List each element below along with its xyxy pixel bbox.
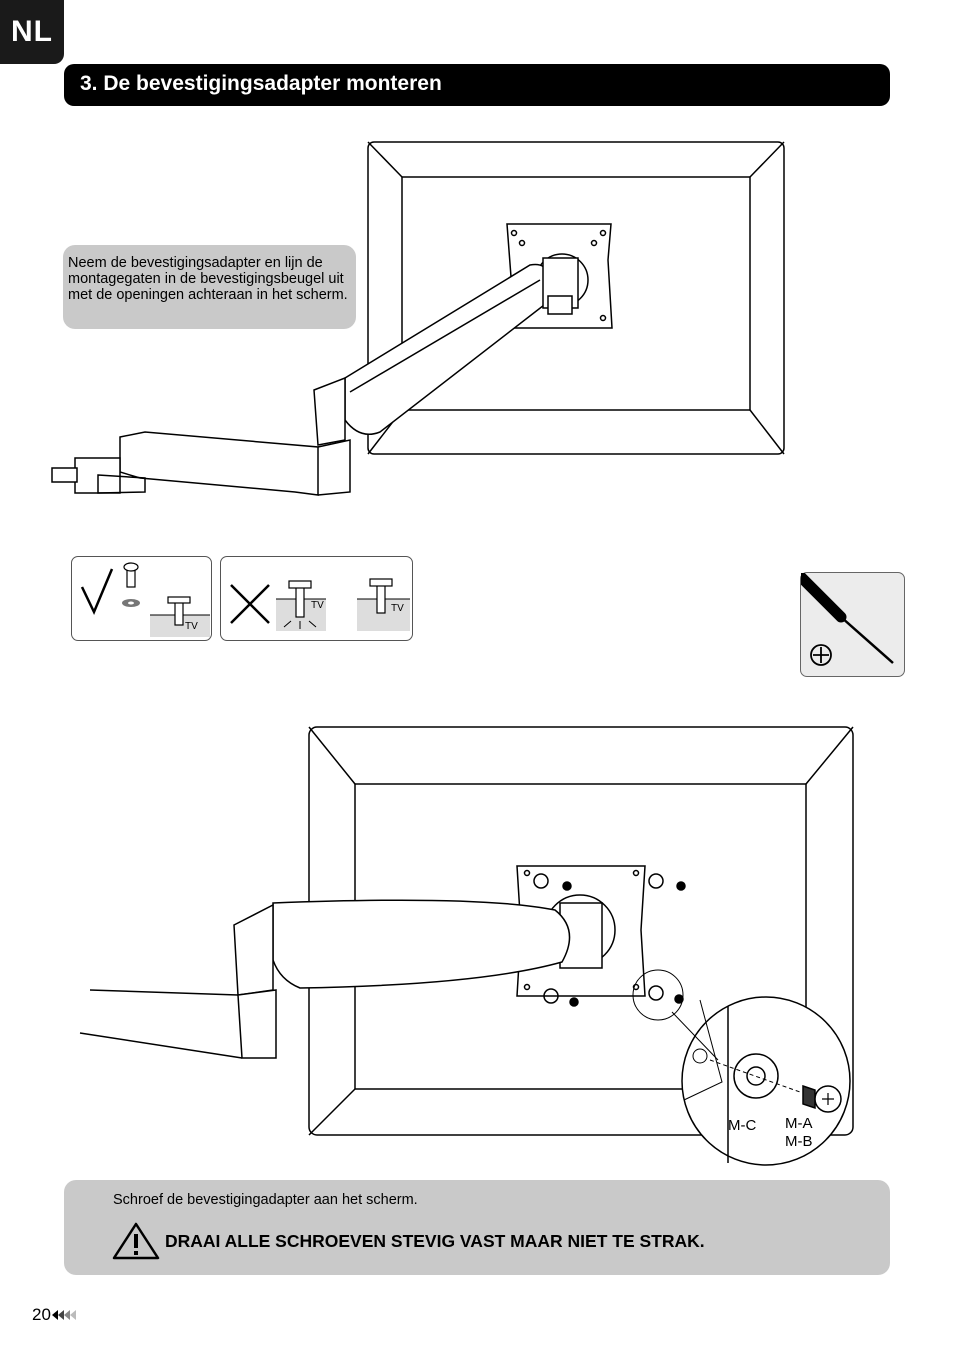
warning-icon	[112, 1222, 160, 1260]
alignment-instruction-callout: Neem de bevestigingsadapter en lijn de m…	[63, 245, 356, 329]
screw-label: M-A M-B	[785, 1115, 813, 1151]
instruction-panel: Schroef de bevestigingadapter aan het sc…	[64, 1180, 890, 1275]
cross-icon	[230, 578, 410, 631]
wrong-screw-length-tip: TV TV	[220, 556, 413, 641]
correct-screw-length-tip: TV	[71, 556, 212, 641]
tool-required-box	[800, 572, 905, 677]
language-tab: NL	[0, 0, 64, 64]
section-title: 3. De bevestigingsadapter monteren	[64, 64, 890, 106]
screw-adapter-illustration	[79, 726, 854, 1166]
tv-label: TV	[311, 600, 324, 611]
tv-label: TV	[391, 603, 404, 614]
phillips-screwdriver-icon	[801, 573, 894, 666]
page-number: 20	[32, 1305, 51, 1324]
screw-label-a: M-A	[785, 1115, 813, 1132]
screw-instruction: Schroef de bevestigingadapter aan het sc…	[113, 1192, 418, 1208]
warning-text: DRAAI ALLE SCHROEVEN STEVIG VAST MAAR NI…	[165, 1231, 705, 1251]
checkmark-icon	[80, 562, 210, 637]
washer-label: M-C	[728, 1117, 757, 1134]
page-arrows-icon	[52, 1310, 76, 1320]
tv-label: TV	[185, 621, 198, 632]
screw-label-b: M-B	[785, 1133, 813, 1150]
monitor-arm-alignment-illustration	[51, 141, 785, 496]
